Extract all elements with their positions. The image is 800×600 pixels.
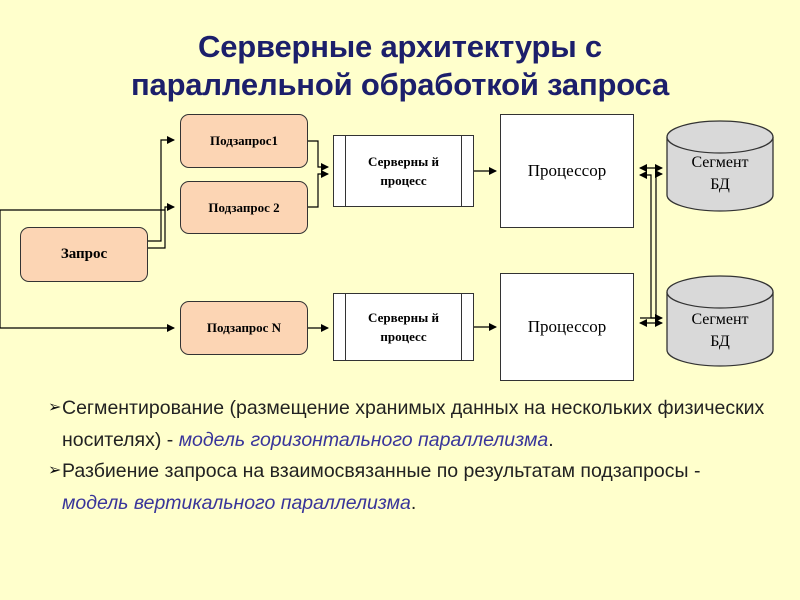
bullet-text: Разбиение запроса на взаимосвязанные по …: [62, 460, 701, 483]
server-process-bottom-right-bar: [461, 294, 462, 360]
title-line-2: параллельной обработкой запроса: [131, 66, 669, 102]
arrow-bullet-icon: ➢: [48, 399, 62, 416]
server-process-bottom-label: Серверны й процесс: [368, 309, 439, 345]
bullet-italic-term: модель вертикального параллелизма: [62, 491, 411, 514]
bullet-end: .: [548, 428, 554, 451]
bullet-end: .: [410, 491, 417, 514]
wire-proc-bottom-db-top: [640, 170, 663, 319]
bullet-item-horizontal: ➢ Сегментирование (размещение хранимых д…: [48, 393, 768, 456]
server-process-top-label: Серверны й процесс: [368, 153, 439, 189]
db-cylinder-bottom-body: [666, 292, 774, 367]
wire-request-sub2: [148, 203, 175, 249]
db-bottom-line-1: Сегмент: [691, 311, 749, 328]
server-process-top-left-bar: [345, 136, 346, 206]
request-box: Запрос: [20, 227, 148, 282]
db-bottom-line-2: БД: [710, 333, 730, 351]
title-line-1: Серверные архитектуры с: [198, 29, 602, 64]
db-cylinder-bottom-cap: [666, 275, 774, 309]
processor-top: Процессор: [500, 114, 634, 228]
server-process-top: Серверны й процесс: [333, 135, 474, 207]
db-cylinder-top-cap: [666, 120, 774, 154]
wire-request-sub1: [148, 136, 175, 242]
processor-bottom-label: Процессор: [527, 317, 607, 336]
subrequest-2-box: Подзапрос 2: [180, 181, 308, 234]
server-process-bottom: Серверны й процесс: [333, 293, 474, 361]
db-top-line-2: БД: [710, 176, 730, 194]
bullet-list: ➢ Сегментирование (размещение хранимых д…: [48, 393, 768, 519]
wire-sub2-server: [308, 170, 329, 208]
bullet-text: Сегментирование (размещение хранимых дан…: [62, 397, 765, 451]
arrow-bullet-icon: ➢: [48, 462, 62, 480]
subrequest-2-label: Подзапрос 2: [208, 199, 280, 215]
subrequest-n-box: Подзапрос N: [180, 301, 308, 355]
bullet-italic-term: модель горизонтального параллелизма: [178, 428, 549, 451]
server-process-bottom-left-bar: [345, 294, 346, 360]
wire-request-subN: [0, 209, 175, 332]
db-top-line-1: Сегмент: [691, 154, 749, 171]
subrequest-1-box: Подзапрос1: [180, 114, 308, 168]
bullet-item-vertical: ➢ Разбиение запроса на взаимосвязанные п…: [48, 456, 768, 519]
wire-proc-top-db-bottom: [639, 171, 663, 322]
db-segment-bottom-label: Сегмент БД: [667, 309, 773, 354]
db-segment-top-label: Сегмент БД: [667, 152, 773, 197]
processor-bottom: Процессор: [500, 273, 634, 381]
page-title: Серверные архитектуры с параллельной обр…: [0, 28, 800, 104]
server-process-top-right-bar: [461, 136, 462, 206]
subrequest-n-label: Подзапрос N: [206, 320, 282, 335]
db-cylinder-top-body: [666, 137, 774, 212]
wire-sub1-server: [308, 140, 329, 171]
subrequest-1-label: Подзапрос1: [209, 133, 278, 148]
request-label: Запрос: [60, 246, 108, 262]
processor-top-label: Процессор: [527, 161, 607, 180]
